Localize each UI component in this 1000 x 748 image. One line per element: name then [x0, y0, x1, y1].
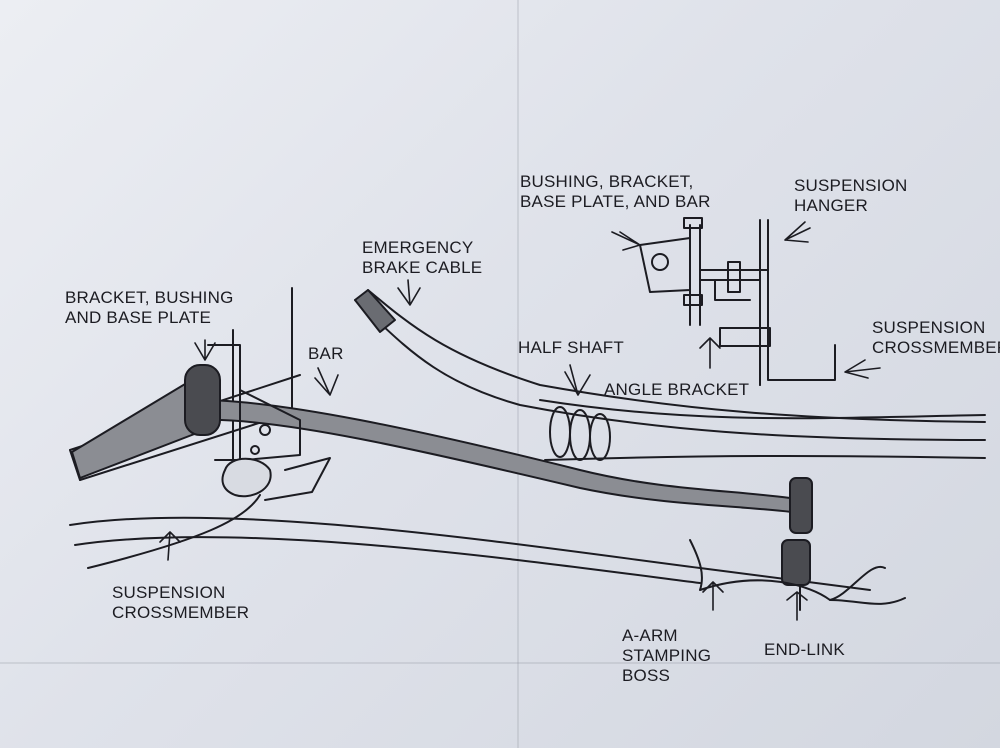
left-bushing-bracket	[184, 344, 331, 501]
paper-fold-vertical	[517, 0, 519, 748]
a-arm	[689, 539, 906, 605]
label-suspension-crossmember-right: SUSPENSION CROSSMEMBER	[872, 318, 1000, 357]
label-end-link: END-LINK	[764, 640, 845, 659]
label-emergency-brake-cable: EMERGENCY BRAKE CABLE	[362, 238, 483, 277]
label-a-arm-stamping-boss: A-ARM STAMPING BOSS	[622, 626, 712, 685]
label-angle-bracket: ANGLE BRACKET	[604, 380, 750, 399]
half-shaft	[539, 399, 986, 461]
label-half-shaft: HALF SHAFT	[518, 338, 624, 357]
callout-arrows	[159, 221, 881, 621]
label-inset-bushing-bracket: BUSHING, BRACKET, BASE PLATE, AND BAR	[520, 172, 711, 211]
label-suspension-hanger: SUSPENSION HANGER	[794, 176, 908, 215]
paper-fold-horizontal	[0, 662, 1000, 664]
inset-bracket	[639, 217, 836, 386]
label-bracket-bushing: BRACKET, BUSHING AND BASE PLATE	[65, 288, 234, 327]
label-bar: BAR	[308, 344, 344, 363]
end-link	[781, 477, 813, 611]
label-suspension-crossmember-left: SUSPENSION CROSSMEMBER	[112, 583, 250, 622]
